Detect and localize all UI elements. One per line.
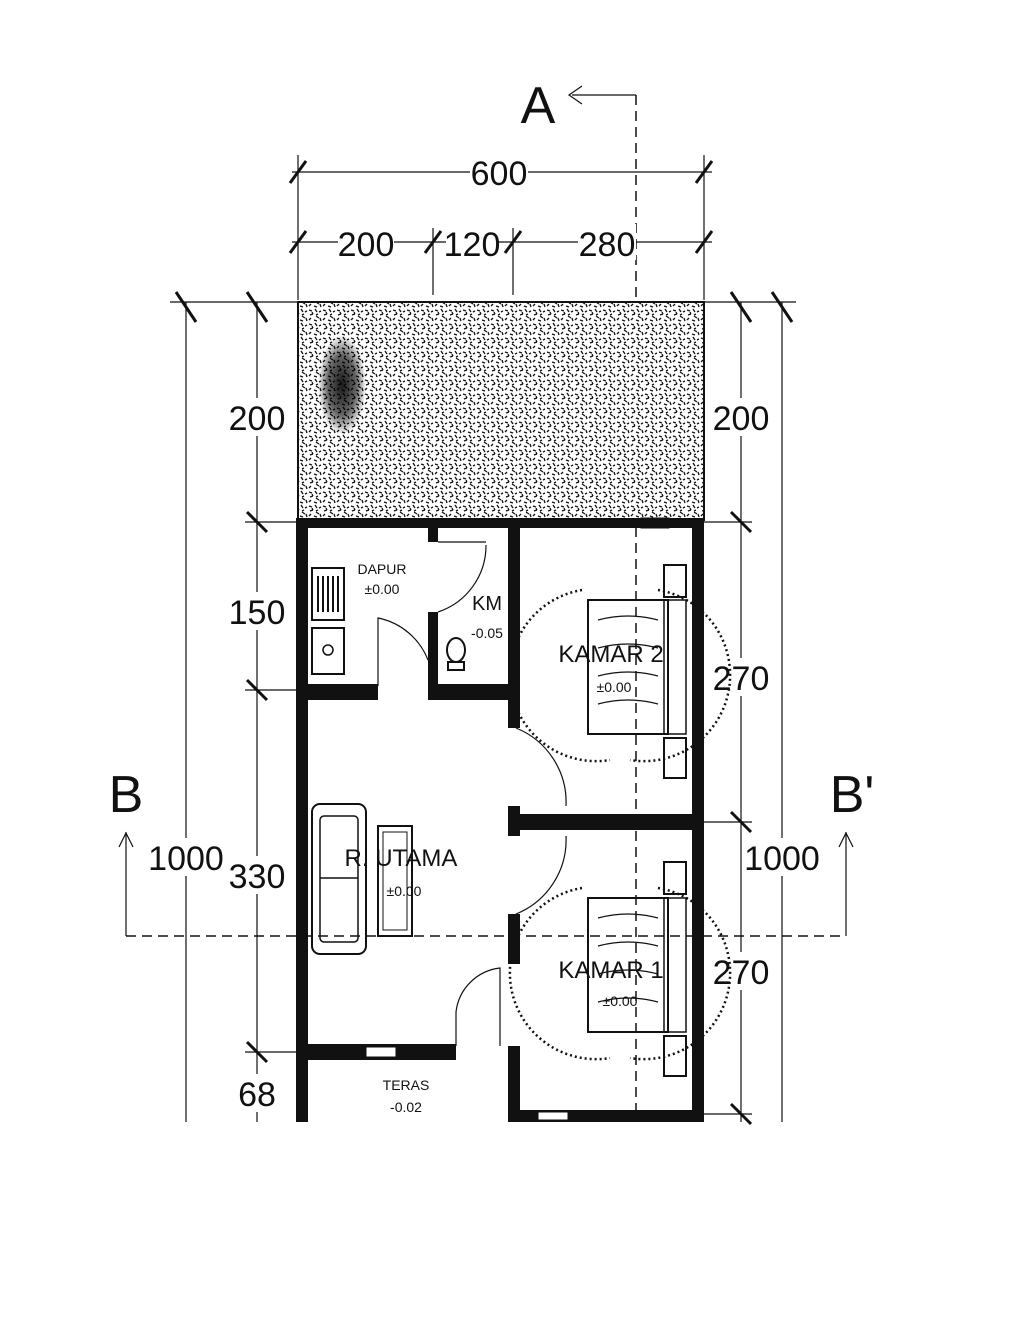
left-dimensions: 200 150 330 68 1000 xyxy=(148,291,300,1122)
section-a-marker: A xyxy=(521,77,637,1122)
dim-left-utama: 330 xyxy=(229,858,286,896)
tick xyxy=(729,510,753,534)
coffee-table-icon xyxy=(377,825,413,937)
tick xyxy=(174,291,198,323)
walls xyxy=(296,518,704,1122)
kitchen-fixtures xyxy=(311,567,345,675)
dim-left-total: 1000 xyxy=(148,840,224,878)
section-b-prime-arrow-head xyxy=(838,831,854,848)
wall-top-km xyxy=(428,518,514,528)
tick xyxy=(245,678,269,702)
toilet-icon xyxy=(446,637,466,671)
room-dapur-name: DAPUR xyxy=(357,561,406,577)
doors xyxy=(377,541,567,1046)
section-a-label: A xyxy=(521,77,556,135)
door-dapur xyxy=(377,617,429,686)
dim-right-top: 200 xyxy=(713,400,770,438)
section-a-arrow-head xyxy=(567,85,583,105)
tick xyxy=(694,160,714,184)
window-utama xyxy=(365,1046,397,1058)
wall-between-bedrooms xyxy=(514,814,692,830)
door-front xyxy=(455,967,501,1046)
tick xyxy=(694,230,714,254)
room-dapur-level: ±0.00 xyxy=(365,581,400,597)
hatch-smudge xyxy=(318,335,366,435)
tick xyxy=(729,291,753,323)
wall-outer-left xyxy=(296,518,308,1122)
tick xyxy=(288,230,308,254)
tick xyxy=(245,510,269,534)
dim-top-mid: 120 xyxy=(444,226,501,264)
back-yard-hatch xyxy=(297,301,705,529)
wall-dapur-km-upper xyxy=(428,518,438,542)
room-utama-name: R. UTAMA xyxy=(345,845,458,872)
section-b-label: B xyxy=(109,766,144,824)
wall-top-dapur xyxy=(296,518,428,528)
stove-icon xyxy=(311,567,345,621)
tick xyxy=(245,291,269,323)
sofa-icon xyxy=(311,803,367,955)
wall-dapur-km-lower xyxy=(428,612,438,700)
door-kamar1 xyxy=(515,835,567,915)
room-labels: DAPUR ±0.00 KM -0.05 KAMAR 2 ±0.00 R. UT… xyxy=(345,561,664,1115)
dim-top-total: 600 xyxy=(471,155,528,193)
room-km-name: KM xyxy=(472,593,502,615)
wall-top-kamar2 xyxy=(514,518,692,528)
section-b-marker: B B' xyxy=(109,766,875,937)
room-kamar1-name: KAMAR 1 xyxy=(558,957,663,984)
top-dimensions: 600 200 120 280 xyxy=(288,152,714,300)
wall-outer-right xyxy=(692,518,704,1122)
sink-icon xyxy=(311,627,345,675)
tick xyxy=(423,230,443,254)
room-utama-level: ±0.00 xyxy=(387,883,422,899)
dim-top-right: 280 xyxy=(579,226,636,264)
tick xyxy=(288,160,308,184)
tick xyxy=(729,1102,753,1126)
bed-kamar1-icon xyxy=(508,861,732,1077)
door-km xyxy=(437,541,487,613)
right-dimensions: 200 270 270 1000 xyxy=(704,291,820,1126)
room-km-level: -0.05 xyxy=(471,625,503,641)
bed-kamar2-icon xyxy=(508,564,732,779)
dim-right-kamar1: 270 xyxy=(713,954,770,992)
wall-km-bottom xyxy=(428,684,518,700)
room-kamar2-name: KAMAR 2 xyxy=(558,641,663,668)
section-b-prime-label: B' xyxy=(830,766,875,824)
dim-left-top: 200 xyxy=(229,400,286,438)
wall-corridor-lower xyxy=(508,1046,520,1122)
dim-left-dapur: 150 xyxy=(229,594,286,632)
room-kamar2-level: ±0.00 xyxy=(597,679,632,695)
tick xyxy=(729,810,753,834)
wall-corridor-mid xyxy=(508,914,520,964)
dim-top-left: 200 xyxy=(338,226,395,264)
room-teras-level: -0.02 xyxy=(390,1099,422,1115)
wall-dapur-bottom xyxy=(296,684,378,700)
window-kamar1 xyxy=(537,1111,569,1121)
dim-right-total: 1000 xyxy=(744,840,820,878)
section-b-arrow-head xyxy=(118,831,134,848)
tick xyxy=(503,230,523,254)
room-teras-name: TERAS xyxy=(383,1077,430,1093)
dim-right-kamar2: 270 xyxy=(713,660,770,698)
room-kamar1-level: ±0.00 xyxy=(603,993,638,1009)
tick xyxy=(770,291,794,323)
door-kamar2 xyxy=(515,727,567,807)
dim-left-teras: 68 xyxy=(238,1076,276,1114)
tick xyxy=(245,1040,269,1064)
